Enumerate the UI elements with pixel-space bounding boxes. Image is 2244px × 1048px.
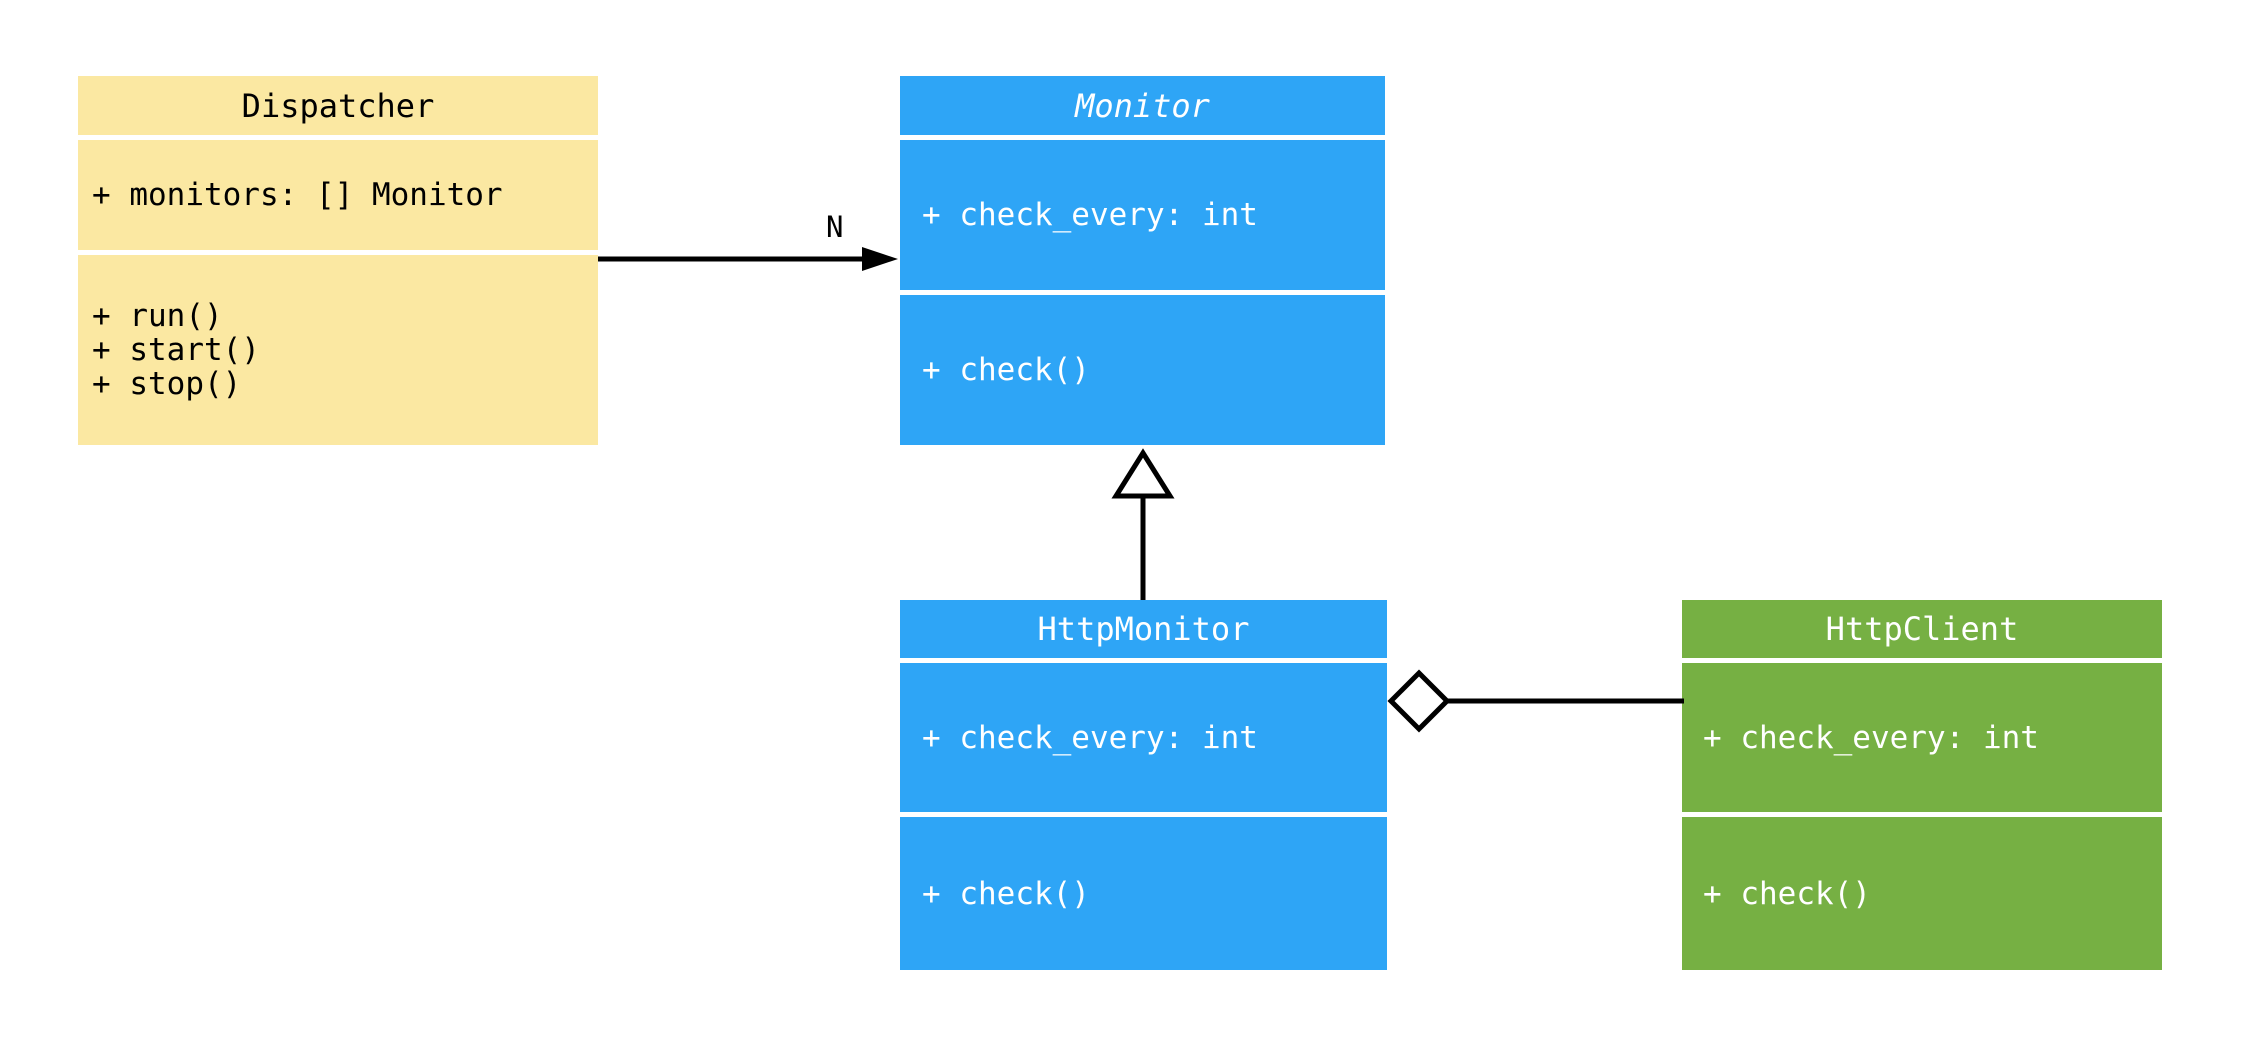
inheritance-triangle-icon — [1111, 448, 1175, 499]
class-dispatcher: Dispatcher + monitors: [] Monitor + run(… — [78, 76, 598, 445]
class-httpclient-name: HttpClient — [1825, 610, 2019, 648]
method: + check() — [922, 875, 1090, 912]
class-monitor-methods: + check() — [900, 295, 1385, 445]
association-multiplicity-label: N — [826, 210, 844, 244]
attribute: + check_every: int — [922, 719, 1258, 756]
class-dispatcher-header: Dispatcher — [78, 76, 598, 135]
method: + check() — [1703, 875, 1871, 912]
class-httpclient-attributes: + check_every: int — [1682, 663, 2162, 812]
class-httpmonitor-attributes: + check_every: int — [900, 663, 1387, 812]
class-httpmonitor: HttpMonitor + check_every: int + check() — [900, 600, 1387, 970]
class-httpmonitor-methods: + check() — [900, 817, 1387, 970]
class-httpclient-header: HttpClient — [1682, 600, 2162, 658]
class-httpclient: HttpClient + check_every: int + check() — [1682, 600, 2162, 970]
class-dispatcher-methods: + run() + start() + stop() — [78, 255, 598, 445]
arrowhead-icon — [862, 247, 898, 271]
class-monitor-attributes: + check_every: int — [900, 140, 1385, 290]
attribute: + check_every: int — [922, 197, 1258, 233]
class-dispatcher-attributes: + monitors: [] Monitor — [78, 140, 598, 250]
aggregation-diamond-icon — [1387, 669, 1451, 733]
inheritance-httpmonitor-monitor — [1111, 448, 1175, 600]
class-dispatcher-name: Dispatcher — [241, 86, 435, 125]
class-httpmonitor-header: HttpMonitor — [900, 600, 1387, 658]
method: + run() — [92, 298, 223, 334]
association-dispatcher-monitor — [598, 247, 898, 271]
method: + start() — [92, 332, 260, 368]
aggregation-httpmonitor-httpclient — [1387, 669, 1684, 733]
class-monitor-name: Monitor — [1075, 86, 1210, 125]
method: + check() — [922, 352, 1090, 388]
class-httpclient-methods: + check() — [1682, 817, 2162, 970]
class-monitor-header: Monitor — [900, 76, 1385, 135]
class-httpmonitor-name: HttpMonitor — [1037, 610, 1250, 648]
class-monitor: Monitor + check_every: int + check() — [900, 76, 1385, 445]
attribute: + check_every: int — [1703, 719, 2039, 756]
attribute: + monitors: [] Monitor — [92, 177, 503, 213]
method: + stop() — [92, 366, 242, 402]
